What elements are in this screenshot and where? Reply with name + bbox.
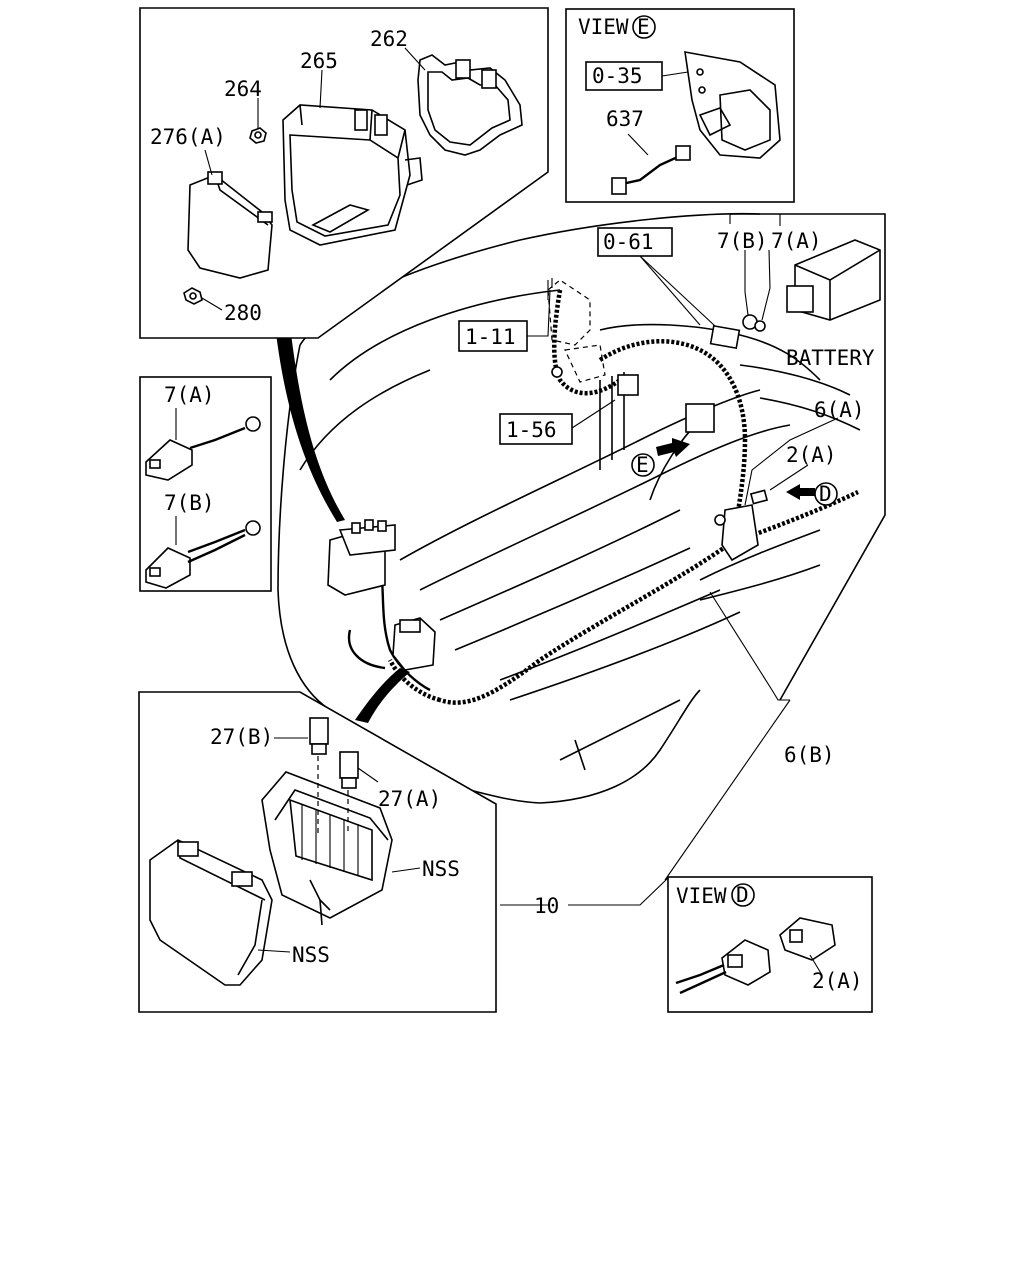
callout-1-56: 1-56 [499, 413, 573, 445]
view-e-title: VIEW [578, 15, 629, 39]
label-27a: 27(A) [378, 787, 441, 811]
label-7b-top: 7(B) [717, 229, 768, 253]
detail-panel-view-d: VIEW D 2(A) [667, 876, 873, 1013]
label-6a: 6(A) [814, 398, 865, 422]
label-265: 265 [300, 49, 338, 73]
label-7a-side: 7(A) [164, 383, 215, 407]
callout-wedge-bottom [355, 668, 410, 723]
label-nss-1: NSS [422, 857, 460, 881]
label-264: 264 [224, 77, 262, 101]
label-6b: 6(B) [784, 743, 835, 767]
ref-1-56: 1-56 [506, 418, 557, 442]
ref-0-61: 0-61 [603, 230, 654, 254]
view-d-title: VIEW [676, 884, 727, 908]
arrow-e: E [631, 438, 690, 477]
detail-panel-battery-cables: 7(A) 7(B) [139, 376, 272, 592]
arrow-d: D [786, 482, 838, 506]
label-10: 10 [534, 894, 559, 918]
arrow-e-letter: E [636, 453, 649, 477]
harness-junction [714, 489, 769, 562]
detail-panel-fuse-box: 27(B) 27(A) NSS NSS [138, 691, 497, 1013]
ref-1-11: 1-11 [465, 325, 516, 349]
detail-panel-view-e: VIEW E 0-35 637 [565, 8, 795, 203]
callout-1-11: 1-11 [458, 320, 528, 352]
connector-block-engine-bay [392, 617, 436, 671]
label-276a: 276(A) [150, 125, 226, 149]
label-637: 637 [606, 107, 644, 131]
label-battery: BATTERY [786, 346, 875, 370]
label-2a-view: 2(A) [812, 969, 863, 993]
label-7b-side: 7(B) [164, 491, 215, 515]
relay-box-engine-bay [327, 519, 396, 596]
label-2a: 2(A) [786, 443, 837, 467]
arrow-d-letter: D [819, 482, 832, 506]
ref-0-35: 0-35 [592, 64, 643, 88]
callout-wedge-top [275, 325, 345, 522]
battery-area: 0-61 7(B) 7(A) BATTERY [597, 213, 886, 701]
label-262: 262 [370, 27, 408, 51]
view-e-letter: E [637, 15, 650, 39]
detail-panel-relay-box: 262 265 264 276(A) 280 [139, 7, 549, 339]
view-d-letter: D [736, 883, 749, 907]
label-280: 280 [224, 301, 262, 325]
firewall-components [547, 278, 715, 433]
label-27b: 27(B) [210, 725, 273, 749]
label-7a-top: 7(A) [771, 229, 822, 253]
label-nss-2: NSS [292, 943, 330, 967]
